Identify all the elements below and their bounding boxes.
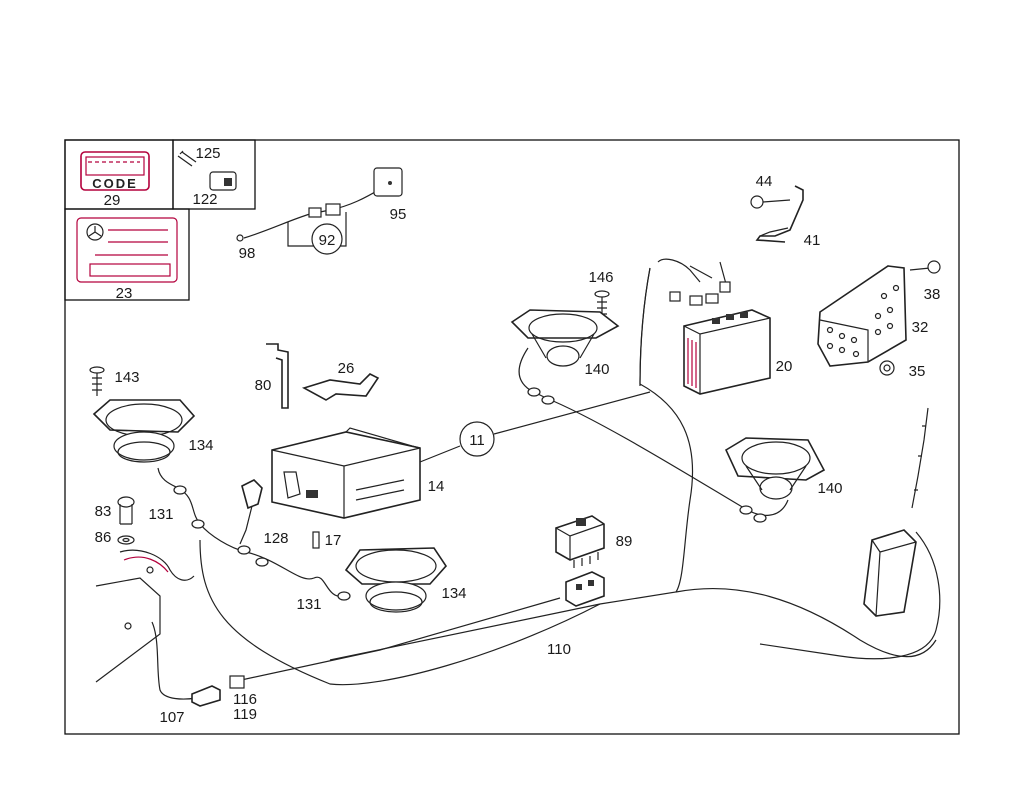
callout-11: 11 xyxy=(469,432,485,449)
callout-35: 35 xyxy=(909,363,926,380)
battery-cable-107: 107 116 119 xyxy=(95,549,257,726)
callout-17: 17 xyxy=(325,532,342,549)
callout-119: 119 xyxy=(233,706,257,723)
inset-box-card: 23 xyxy=(64,208,190,302)
antenna-plug-128: 128 xyxy=(239,479,289,547)
callout-44: 44 xyxy=(756,173,773,190)
callout-92: 92 xyxy=(319,232,336,249)
callout-140-right: 140 xyxy=(817,480,842,497)
callout-131-left: 131 xyxy=(148,506,173,523)
callout-107: 107 xyxy=(159,709,184,726)
callout-98: 98 xyxy=(239,245,256,262)
washer-86: 86 xyxy=(95,529,135,546)
inset-box-code: CODE 29 xyxy=(64,139,174,210)
callout-38: 38 xyxy=(924,286,941,303)
callout-29: 29 xyxy=(104,192,121,209)
callout-95: 95 xyxy=(390,206,407,223)
callout-146: 146 xyxy=(588,269,613,286)
screw-146: 146 xyxy=(588,269,614,320)
callout-41: 41 xyxy=(804,232,821,249)
bracket-26: 26 xyxy=(301,360,380,401)
callout-125: 125 xyxy=(195,145,220,162)
callout-140-upper: 140 xyxy=(584,361,609,378)
amplifier-20: 20 xyxy=(657,258,793,395)
callout-23: 23 xyxy=(116,285,133,302)
callout-14: 14 xyxy=(428,478,445,495)
diagram-border xyxy=(64,139,960,735)
cable-speaker-140 xyxy=(518,347,789,523)
callout-83: 83 xyxy=(95,503,112,520)
callout-128: 128 xyxy=(263,530,288,547)
callout-116: 116 xyxy=(233,691,257,708)
callout-134-center: 134 xyxy=(441,585,466,602)
speaker-134-center: 134 xyxy=(344,547,467,613)
callout-131-center: 131 xyxy=(296,596,321,613)
callout-110: 110 xyxy=(547,641,571,658)
bracket-32: 38 32 35 xyxy=(817,260,941,380)
callout-26: 26 xyxy=(338,360,355,377)
bracket-41: 44 41 xyxy=(750,173,821,249)
speaker-140-right: 140 xyxy=(724,437,843,500)
inset-box-bulb: 125 122 xyxy=(172,139,256,210)
cable-131-left: 131 131 xyxy=(148,467,351,613)
leader-11: 11 xyxy=(419,391,651,463)
callout-134-left: 134 xyxy=(188,437,213,454)
power-antenna xyxy=(759,407,941,660)
speaker-140-upper: 140 xyxy=(510,309,620,378)
harness-110: 110 xyxy=(199,267,937,689)
bolt-83: 83 xyxy=(95,496,135,525)
callout-86: 86 xyxy=(95,529,112,546)
callout-122: 122 xyxy=(192,191,217,208)
fuse-17: 17 xyxy=(312,531,342,549)
relay-89: 89 xyxy=(555,515,633,607)
callout-143: 143 xyxy=(114,369,139,386)
code-plate-label: CODE xyxy=(92,176,138,191)
callout-32: 32 xyxy=(912,319,929,336)
bracket-80: 80 xyxy=(255,343,289,409)
speaker-134-left: 143 134 xyxy=(89,366,214,463)
harness-92: 92 95 98 xyxy=(236,167,407,262)
callout-80: 80 xyxy=(255,377,272,394)
callout-20: 20 xyxy=(776,358,793,375)
radio-14: 14 xyxy=(271,427,445,519)
callout-89: 89 xyxy=(616,533,633,550)
